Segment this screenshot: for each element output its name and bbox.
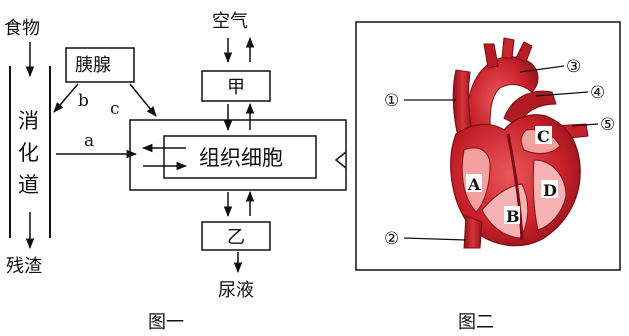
- urine-label: 尿液: [218, 280, 254, 301]
- figure-two: A B C D ① ② ③ ④ ⑤ 图二: [355, 21, 621, 333]
- tract-char-2: 化: [18, 141, 39, 165]
- chamber-c-label: C: [537, 127, 550, 146]
- tract-char-3: 道: [18, 173, 39, 197]
- tissue-outer-box: [129, 119, 347, 191]
- letter-c: c: [110, 99, 120, 119]
- letter-a: a: [84, 131, 94, 151]
- heart-illustration: [450, 37, 589, 249]
- tract-char-1: 消: [18, 109, 39, 133]
- chamber-d-label: D: [543, 181, 557, 200]
- leader-3: [519, 65, 565, 73]
- septum-line: [506, 133, 524, 241]
- jia-box: [201, 70, 271, 102]
- vena-cava-inferior-shape: [463, 215, 483, 249]
- figure-one: 食物 消 化 道 残渣 胰腺 b c a 空气 甲: [4, 11, 347, 333]
- air-label: 空气: [212, 11, 248, 32]
- callout-connector: [334, 151, 347, 169]
- marker-1: ①: [384, 91, 399, 111]
- chamber-b-bg: [504, 206, 520, 224]
- tissue-cells-box: [163, 135, 317, 179]
- branch-2-shape: [501, 37, 515, 59]
- chamber-d-bg: [541, 180, 558, 198]
- yi-label: 乙: [227, 227, 245, 248]
- pathway-c-arrow: [129, 83, 157, 117]
- letter-b: b: [78, 91, 89, 111]
- marker-5: ⑤: [600, 115, 615, 135]
- chamber-a-label: A: [467, 175, 481, 194]
- chamber-a-bg: [466, 174, 482, 192]
- marker-3: ③: [566, 57, 581, 77]
- food-label: 食物: [4, 18, 40, 39]
- jia-label: 甲: [227, 77, 245, 98]
- branch-3-shape: [515, 41, 533, 63]
- chamber-c-bg: [535, 126, 552, 144]
- tissue-cells-label: 组织细胞: [199, 146, 283, 170]
- yi-box: [201, 221, 271, 251]
- chamber-b-label: B: [506, 207, 520, 226]
- branch-1-shape: [483, 43, 499, 69]
- marker-2: ②: [384, 229, 399, 249]
- pancreas-box: [65, 47, 135, 83]
- leader-5: [571, 123, 599, 127]
- leader-2: [403, 237, 467, 241]
- pancreas-label: 胰腺: [75, 55, 111, 76]
- pathway-b-arrow: [53, 83, 79, 113]
- residue-label: 残渣: [6, 256, 42, 277]
- leader-4: [535, 91, 589, 97]
- caption-figure-one: 图一: [148, 312, 184, 333]
- marker-4: ④: [590, 83, 605, 103]
- caption-figure-two: 图二: [458, 312, 494, 333]
- vena-cava-superior-shape: [452, 69, 473, 137]
